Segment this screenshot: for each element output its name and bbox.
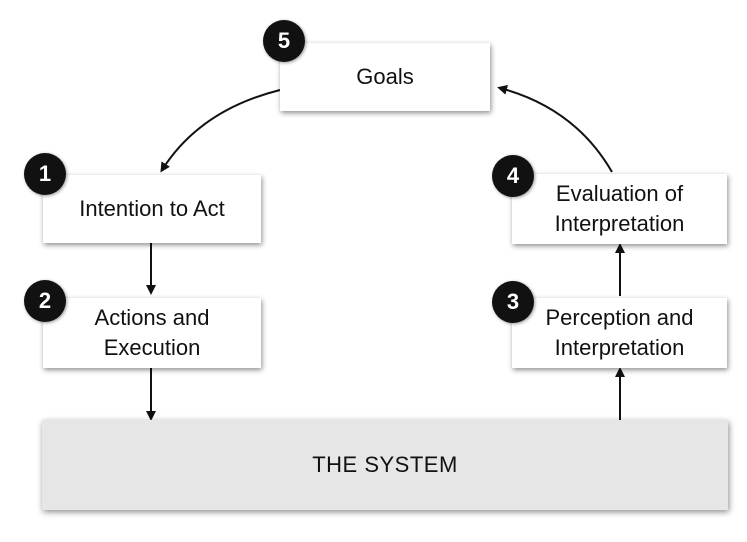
- actions-label-line1: Actions and: [94, 305, 210, 330]
- evaluation-box: Evaluation of Interpretation: [512, 174, 727, 244]
- evaluation-label-line1: Evaluation of: [555, 181, 684, 206]
- goals-label: Goals: [356, 64, 414, 89]
- evaluation-number-badge: 4: [492, 155, 534, 197]
- intention-label: Intention to Act: [79, 196, 225, 221]
- perception-label-line1: Perception and: [545, 305, 694, 330]
- perception-label-line2: Interpretation: [554, 335, 685, 360]
- perception-number-badge: 3: [492, 281, 534, 323]
- system-box: THE SYSTEM: [42, 420, 728, 510]
- evaluation-label-line2: Interpretation: [554, 211, 685, 236]
- intention-box: Intention to Act: [43, 175, 261, 243]
- goals-number-badge: 5: [263, 20, 305, 62]
- actions-number-badge: 2: [24, 280, 66, 322]
- intention-number-badge: 1: [24, 153, 66, 195]
- actions-box: Actions and Execution: [43, 298, 261, 368]
- system-label: THE SYSTEM: [312, 452, 458, 477]
- goals-box: Goals: [280, 43, 490, 111]
- perception-box: Perception and Interpretation: [512, 298, 727, 368]
- actions-label-line2: Execution: [103, 335, 201, 360]
- arrow-goals-to-intention: [160, 89, 281, 173]
